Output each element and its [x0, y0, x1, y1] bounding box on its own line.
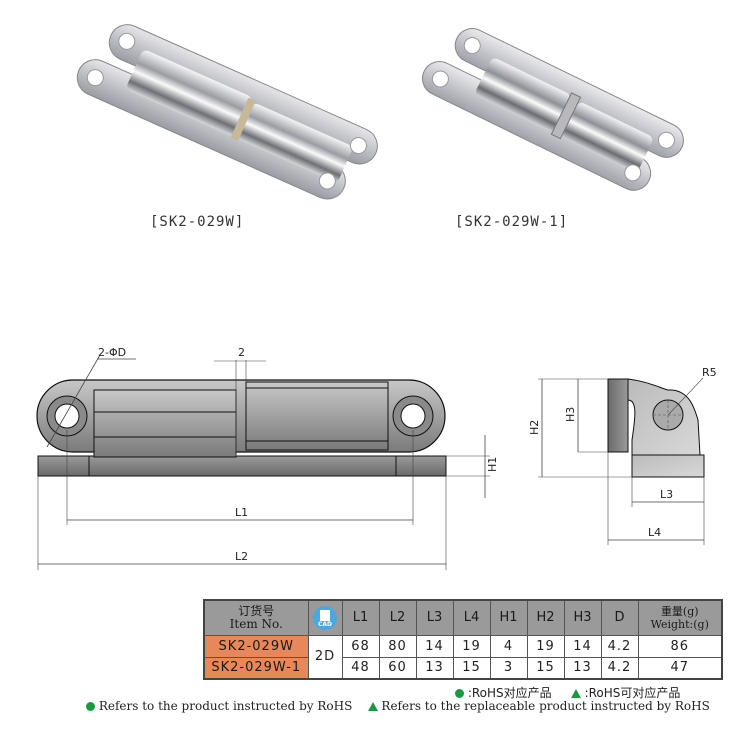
side-view-svg: R5 H2 H3 L3 L4 [528, 366, 717, 545]
header-weight-en: Weight:(g) [650, 617, 709, 631]
header-l4: L4 [452, 599, 491, 636]
hinge-photo-illustration [76, 24, 378, 200]
product-caption: [SK2-029W] [150, 214, 245, 230]
header-weight-cn: 重量(g) [660, 604, 699, 618]
value-l1: 68 [341, 634, 380, 658]
front-view-svg: 2-ΦD 2 L1 L2 H1 [36, 346, 499, 570]
value-h3: 13 [563, 656, 602, 680]
r5-label: R5 [702, 366, 717, 379]
rohs-circle-icon [455, 689, 464, 698]
table-row: SK2-029W-1 48 60 13 15 3 15 13 4.2 47 [203, 656, 723, 680]
header-item-en: Item No. [229, 616, 283, 631]
header-h2: H2 [526, 599, 565, 636]
value-h2: 15 [526, 656, 565, 680]
header-l3: L3 [415, 599, 454, 636]
item-number: SK2-029W [203, 634, 309, 658]
header-item-cn: 订货号 [238, 603, 275, 618]
value-weight: 86 [637, 634, 723, 658]
product-caption: [SK2-029W-1] [455, 214, 569, 230]
cad-icon: CAD [313, 605, 337, 630]
value-l3: 14 [415, 634, 454, 658]
value-l2: 60 [378, 656, 417, 680]
header-cad: CAD [307, 599, 343, 636]
spec-table: 订货号 Item No. CAD L1 L2 L3 L4 H1 H2 H3 D … [203, 599, 723, 680]
h1-label: H1 [486, 457, 499, 472]
legend-cn-rohs: :RoHS对应产品 [467, 686, 552, 700]
value-h1: 3 [489, 656, 528, 680]
item-number: SK2-029W-1 [203, 656, 309, 680]
legend-en: Refers to the product instructed by RoHS… [86, 699, 710, 713]
value-l4: 19 [452, 634, 491, 658]
front-view-drawing: 2-ΦD 2 L1 L2 H1 [20, 330, 500, 580]
legend-en-replaceable: Refers to the replaceable product instru… [381, 699, 710, 713]
header-item-no: 订货号 Item No. [203, 599, 309, 636]
side-view-drawing: R5 H2 H3 L3 L4 [520, 360, 730, 550]
header-d: D [600, 599, 639, 636]
legend-en-rohs: Refers to the product instructed by RoHS [98, 699, 353, 713]
gap-label: 2 [238, 346, 245, 359]
table-row: SK2-029W 2D 68 80 14 19 4 19 14 4.2 86 [203, 634, 723, 680]
value-h2: 19 [526, 634, 565, 658]
table-header-row: 订货号 Item No. CAD L1 L2 L3 L4 H1 H2 H3 D … [203, 599, 723, 636]
header-l2: L2 [378, 599, 417, 636]
header-h1: H1 [489, 599, 528, 636]
hinge-photo-illustration [421, 28, 684, 191]
value-l2: 80 [378, 634, 417, 658]
l4-label: L4 [648, 526, 661, 539]
value-weight: 47 [637, 656, 723, 680]
cad-value: 2D [307, 634, 343, 680]
hole-diameter-label: 2-ΦD [98, 346, 126, 359]
l2-label: L2 [235, 550, 248, 563]
value-h3: 14 [563, 634, 602, 658]
product-photo-sk2-029w [30, 10, 390, 220]
rohs-triangle-icon [570, 689, 581, 698]
value-h1: 4 [489, 634, 528, 658]
product-photo-sk2-029w-1 [395, 20, 695, 220]
header-l1: L1 [341, 599, 380, 636]
header-h3: H3 [563, 599, 602, 636]
l1-label: L1 [235, 506, 248, 519]
value-l3: 13 [415, 656, 454, 680]
header-weight: 重量(g) Weight:(g) [637, 599, 723, 636]
rohs-circle-icon [86, 702, 95, 711]
value-l1: 48 [341, 656, 380, 680]
legend-cn: :RoHS对应产品 :RoHS可对应产品 [455, 684, 680, 701]
value-d: 4.2 [600, 634, 639, 658]
h2-label: H2 [528, 420, 541, 435]
legend-cn-replaceable: :RoHS可对应产品 [584, 686, 681, 700]
l3-label: L3 [660, 488, 673, 501]
value-l4: 15 [452, 656, 491, 680]
rohs-triangle-icon [367, 702, 378, 711]
value-d: 4.2 [600, 656, 639, 680]
h3-label: H3 [564, 407, 577, 422]
